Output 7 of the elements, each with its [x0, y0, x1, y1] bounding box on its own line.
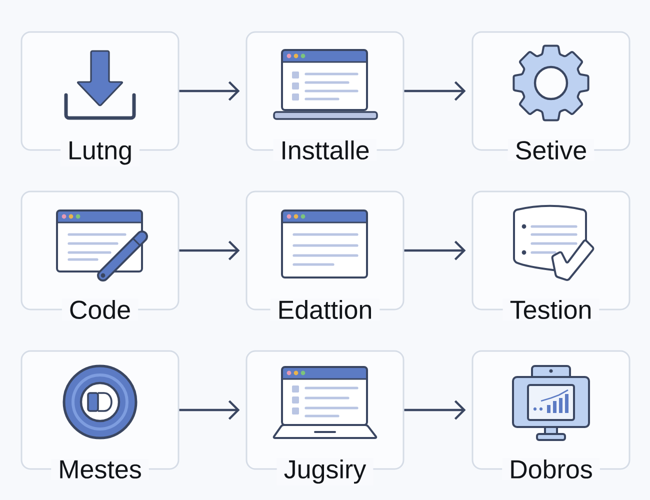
arrow	[404, 400, 466, 420]
arrow	[179, 400, 240, 420]
arrow	[404, 240, 466, 260]
process-box: Lutng	[20, 31, 180, 166]
arrow	[179, 81, 240, 101]
arrow	[404, 81, 466, 101]
arrow	[179, 240, 240, 260]
